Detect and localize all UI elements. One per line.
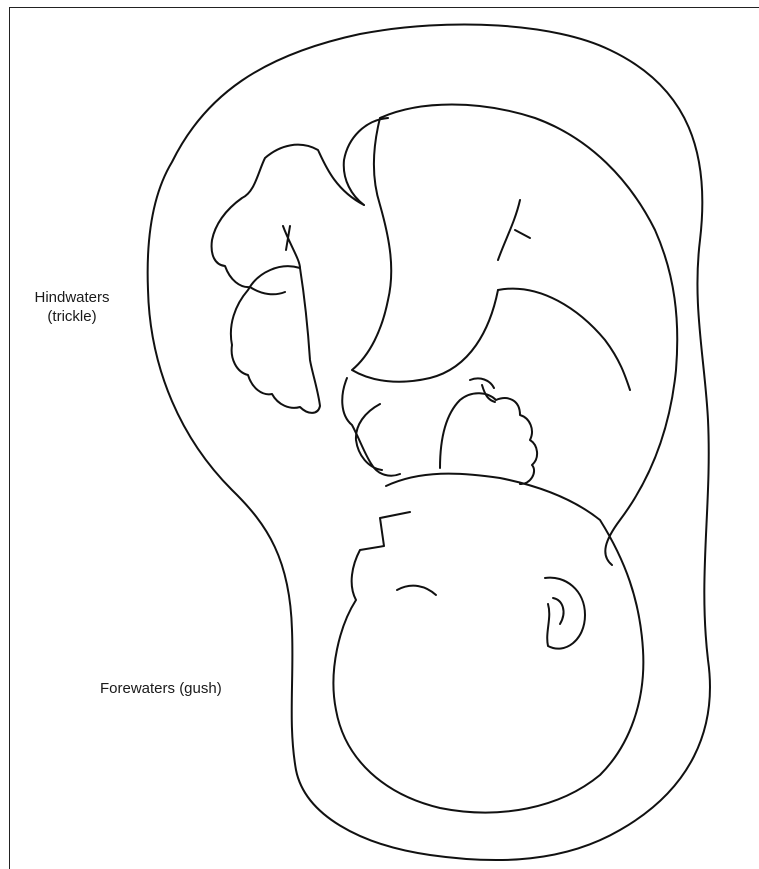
fetus-thigh xyxy=(352,118,498,382)
fetus-lower-foot xyxy=(231,266,320,413)
hindwaters-label: Hindwaters (trickle) xyxy=(14,288,130,326)
fetus-head xyxy=(333,474,643,813)
fetus-hand xyxy=(440,393,537,484)
fetus-shin-upper xyxy=(212,145,364,295)
fetus-back xyxy=(380,105,677,566)
fetus-ear-inner xyxy=(553,598,564,624)
fetus-upper-leg xyxy=(344,118,388,205)
forewaters-label: Forewaters (gush) xyxy=(100,679,222,698)
fetus-leg-crease xyxy=(498,289,630,390)
fetus-ear xyxy=(545,578,585,649)
fetus-toe-crease xyxy=(286,226,290,250)
fetus-eye xyxy=(397,586,436,595)
hindwaters-label-line1: Hindwaters xyxy=(14,288,130,307)
hindwaters-label-line2: (trickle) xyxy=(14,307,130,326)
fetus-elbow xyxy=(342,378,400,476)
uterus-outline xyxy=(148,24,710,860)
fetus-abdomen-fold xyxy=(515,230,530,238)
